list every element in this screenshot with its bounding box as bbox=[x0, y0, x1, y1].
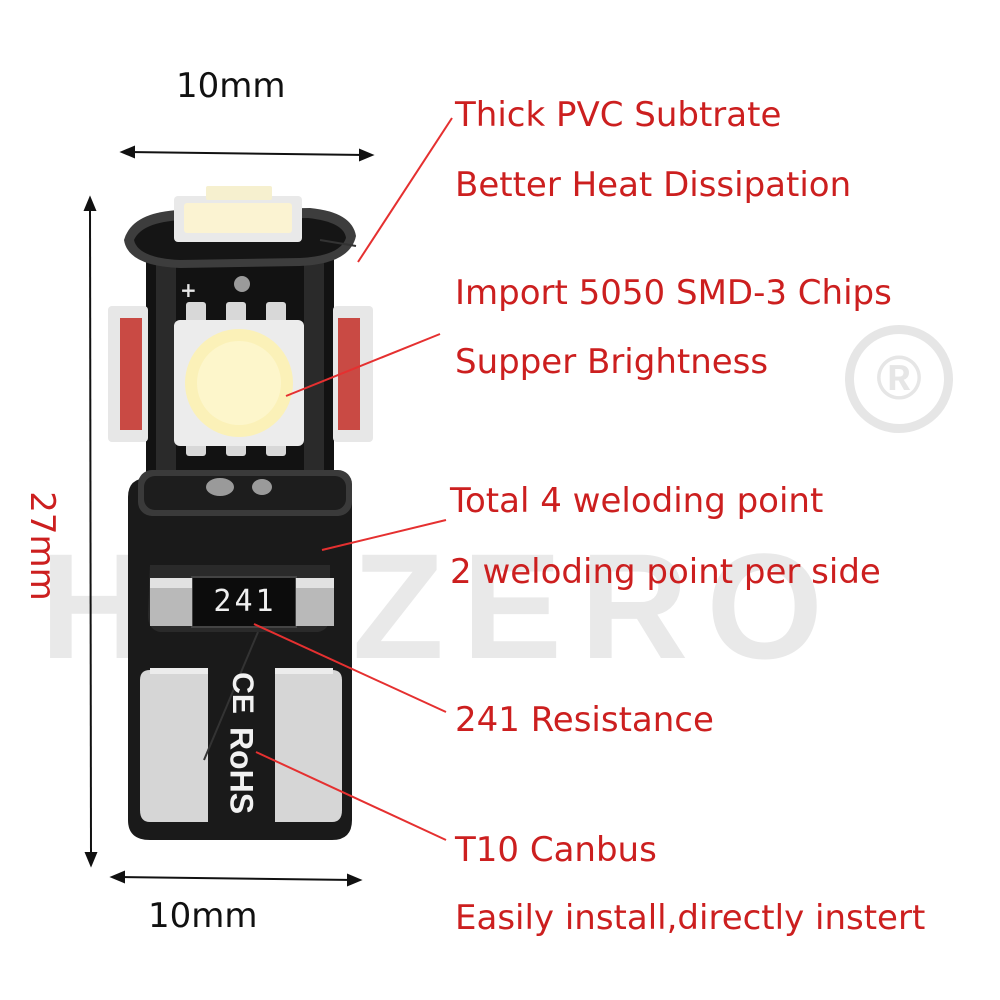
callout-welding-side: 2 weloding point per side bbox=[450, 552, 881, 592]
callout-install: Easily install,directly instert bbox=[455, 898, 926, 938]
side-led-chips bbox=[108, 306, 373, 442]
contact-pad-left bbox=[140, 670, 208, 822]
callout-resistance: 241 Resistance bbox=[455, 700, 714, 740]
front-5050-chip bbox=[174, 302, 304, 456]
dark-leader bbox=[203, 239, 357, 761]
callout-leaders bbox=[253, 117, 453, 841]
callout-chips: Import 5050 SMD-3 Chips bbox=[455, 273, 892, 313]
rohs-marking: RoHS bbox=[223, 726, 260, 815]
callout-canbus: T10 Canbus bbox=[455, 830, 657, 870]
callout-heat: Better Heat Dissipation bbox=[455, 165, 852, 205]
top-led-chip bbox=[174, 186, 302, 242]
resistor-code: 241 bbox=[213, 584, 277, 619]
registered-mark: ® bbox=[845, 325, 953, 433]
callout-welding-total: Total 4 weloding point bbox=[450, 481, 824, 521]
solder-points bbox=[206, 276, 272, 496]
contact-pad-right bbox=[275, 670, 342, 822]
callout-brightness: Supper Brightness bbox=[455, 342, 769, 382]
callout-substrate: Thick PVC Subtrate bbox=[455, 95, 782, 135]
dimension-lines bbox=[83, 145, 375, 887]
bottom-width-label: 10mm bbox=[148, 896, 258, 936]
ce-marking: CE bbox=[226, 672, 259, 714]
top-width-label: 10mm bbox=[176, 66, 286, 106]
resistor-241 bbox=[150, 576, 334, 628]
height-label: 27mm bbox=[22, 491, 62, 601]
plus-marking: + bbox=[180, 278, 197, 302]
